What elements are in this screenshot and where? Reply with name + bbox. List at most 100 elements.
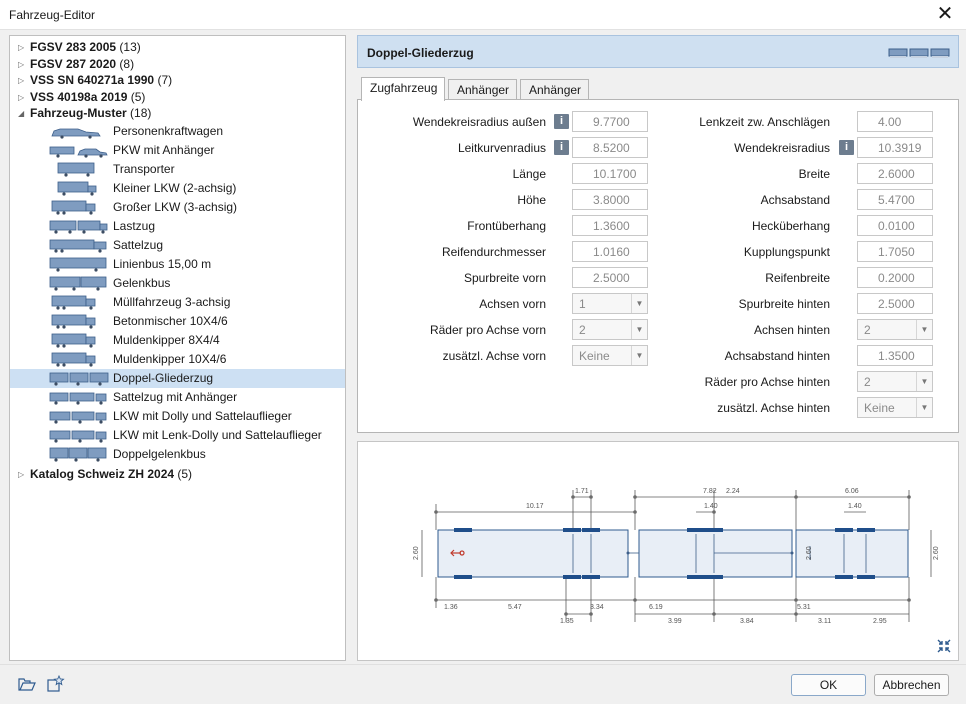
- vehicle-truckTrailer-icon: [49, 220, 108, 234]
- tree-group[interactable]: ▷Katalog Schweiz ZH 2024 (5): [10, 465, 345, 484]
- tree-group[interactable]: ▷VSS 40198a 2019 (5): [10, 88, 345, 107]
- tree-item[interactable]: Doppel-Gliederzug: [10, 368, 345, 388]
- property-label: zusätzl. Achse vorn: [442, 349, 546, 363]
- tree-item[interactable]: Lastzug: [10, 217, 345, 236]
- property-label: Räder pro Achse vorn: [429, 323, 546, 337]
- property-label: Wendekreisradius außen: [412, 115, 546, 129]
- tree-item[interactable]: Müllfahrzeug 3-achsig: [10, 293, 345, 312]
- property-input[interactable]: 1.0160: [572, 241, 648, 262]
- property-select[interactable]: 2▼: [857, 371, 933, 392]
- property-input[interactable]: 2.5000: [572, 267, 648, 288]
- tree-group[interactable]: ▷FGSV 287 2020 (8): [10, 55, 345, 74]
- vehicle-truck3-icon: [51, 352, 96, 367]
- dropdown-arrow-icon[interactable]: ▼: [916, 372, 932, 391]
- property-input[interactable]: 0.0100: [857, 215, 933, 236]
- detail-title: Doppel-Gliederzug: [367, 46, 474, 60]
- open-folder-icon[interactable]: [18, 675, 36, 693]
- dim-side-0: 2.60: [413, 546, 420, 560]
- dim-top-3: 2.24: [726, 488, 740, 495]
- select-value: 1: [579, 297, 586, 311]
- tab-anhaenger-2[interactable]: Anhänger: [520, 79, 589, 100]
- tree-item[interactable]: Sattelzug mit Anhänger: [10, 388, 345, 407]
- tree-item[interactable]: Muldenkipper 8X4/4: [10, 331, 345, 350]
- tree-item[interactable]: Doppelgelenkbus: [10, 445, 345, 464]
- vehicle-semi-icon: [49, 239, 107, 253]
- property-row: Hecküberhang: [358, 215, 830, 237]
- tree-group[interactable]: ▷FGSV 283 2005 (13): [10, 38, 345, 57]
- dim-side-1: 2.60: [933, 546, 940, 560]
- tree-item[interactable]: LKW mit Lenk-Dolly und Sattelauflieger: [10, 426, 345, 445]
- close-icon[interactable]: ✕: [936, 3, 954, 25]
- fit-view-icon[interactable]: [936, 638, 952, 654]
- cancel-button[interactable]: Abbrechen: [874, 674, 949, 696]
- collapsed-arrow-icon[interactable]: ▷: [18, 43, 25, 52]
- tree-group-name: VSS 40198a 2019: [30, 89, 128, 104]
- dropdown-arrow-icon[interactable]: ▼: [916, 320, 932, 339]
- tree-group[interactable]: ▷VSS SN 640271a 1990 (7): [10, 71, 345, 90]
- property-input[interactable]: 8.5200: [572, 137, 648, 158]
- tree-item[interactable]: Betonmischer 10X4/6: [10, 312, 345, 331]
- collapsed-arrow-icon[interactable]: ▷: [18, 76, 25, 85]
- property-label: Länge: [512, 167, 546, 181]
- dropdown-arrow-icon[interactable]: ▼: [631, 320, 647, 339]
- property-input[interactable]: 4.00: [857, 111, 933, 132]
- tree-item-label: Betonmischer 10X4/6: [113, 313, 228, 328]
- dropdown-arrow-icon[interactable]: ▼: [631, 346, 647, 365]
- property-select[interactable]: 2▼: [572, 319, 648, 340]
- property-label: Spurbreite vorn: [463, 271, 546, 285]
- dropdown-arrow-icon[interactable]: ▼: [631, 294, 647, 313]
- ok-button[interactable]: OK: [791, 674, 866, 696]
- property-input[interactable]: 10.3919: [857, 137, 933, 158]
- info-icon[interactable]: i: [554, 114, 569, 129]
- tree-item[interactable]: Großer LKW (3-achsig): [10, 198, 345, 217]
- property-select[interactable]: Keine▼: [857, 397, 933, 418]
- tree-group-name: FGSV 283 2005: [30, 40, 117, 54]
- property-input[interactable]: 5.4700: [857, 189, 933, 210]
- property-input[interactable]: 10.1700: [572, 163, 648, 184]
- tree-item-label: Doppel-Gliederzug: [113, 370, 214, 385]
- tab-anhaenger-1[interactable]: Anhänger: [448, 79, 517, 100]
- tree-group[interactable]: ◢Fahrzeug-Muster (18): [10, 104, 345, 123]
- favorite-star-icon[interactable]: [47, 675, 65, 693]
- property-select[interactable]: Keine▼: [572, 345, 648, 366]
- tree-item[interactable]: LKW mit Dolly und Sattelauflieger: [10, 407, 345, 426]
- property-input[interactable]: 9.7700: [572, 111, 648, 132]
- property-input[interactable]: 0.2000: [857, 267, 933, 288]
- property-input[interactable]: 2.5000: [857, 293, 933, 314]
- property-row: Wendekreisradius: [358, 137, 830, 159]
- property-select[interactable]: 2▼: [857, 319, 933, 340]
- tree-item[interactable]: Linienbus 15,00 m: [10, 255, 345, 274]
- tab-zugfahrzeug[interactable]: Zugfahrzeug: [361, 77, 445, 101]
- info-icon[interactable]: i: [839, 140, 854, 155]
- expanded-arrow-icon[interactable]: ◢: [18, 109, 25, 118]
- tree-item[interactable]: Muldenkipper 10X4/6: [10, 350, 345, 369]
- property-input[interactable]: 1.3600: [572, 215, 648, 236]
- property-row: Kupplungspunkt: [358, 241, 830, 263]
- tree-item[interactable]: PKW mit Anhänger: [10, 141, 345, 160]
- tree-item[interactable]: Kleiner LKW (2-achsig): [10, 179, 345, 198]
- property-input[interactable]: 1.3500: [857, 345, 933, 366]
- tree-item[interactable]: Sattelzug: [10, 236, 345, 255]
- collapsed-arrow-icon[interactable]: ▷: [18, 92, 25, 102]
- property-input[interactable]: 2.6000: [857, 163, 933, 184]
- property-input[interactable]: 3.8000: [572, 189, 648, 210]
- collapsed-arrow-icon[interactable]: ▷: [18, 469, 25, 479]
- tree-item-label: Doppelgelenkbus: [113, 446, 206, 461]
- select-value: 2: [864, 375, 871, 389]
- tree-item-label: LKW mit Lenk-Dolly und Sattelauflieger: [113, 427, 322, 442]
- tree-item-label: Großer LKW (3-achsig): [113, 199, 238, 214]
- dim-top-0: 10.17: [526, 503, 544, 510]
- info-icon[interactable]: i: [554, 140, 569, 155]
- tree-item-label: Linienbus 15,00 m: [113, 256, 212, 271]
- tree-item[interactable]: Transporter: [10, 160, 345, 179]
- tree-item[interactable]: Personenkraftwagen: [10, 122, 345, 141]
- property-select[interactable]: 1▼: [572, 293, 648, 314]
- collapsed-arrow-icon[interactable]: ▷: [18, 59, 25, 69]
- tree-item[interactable]: Gelenkbus: [10, 274, 345, 293]
- vehicle-tree-panel[interactable]: ▷FGSV 283 2005 (13)▷FGSV 287 2020 (8)▷VS…: [9, 35, 346, 661]
- property-label: Achsabstand: [760, 193, 830, 207]
- property-row: Achsen vorn: [358, 293, 546, 315]
- property-input[interactable]: 1.7050: [857, 241, 933, 262]
- dropdown-arrow-icon[interactable]: ▼: [916, 398, 932, 417]
- vehicle-semiDolly-icon: [49, 411, 107, 424]
